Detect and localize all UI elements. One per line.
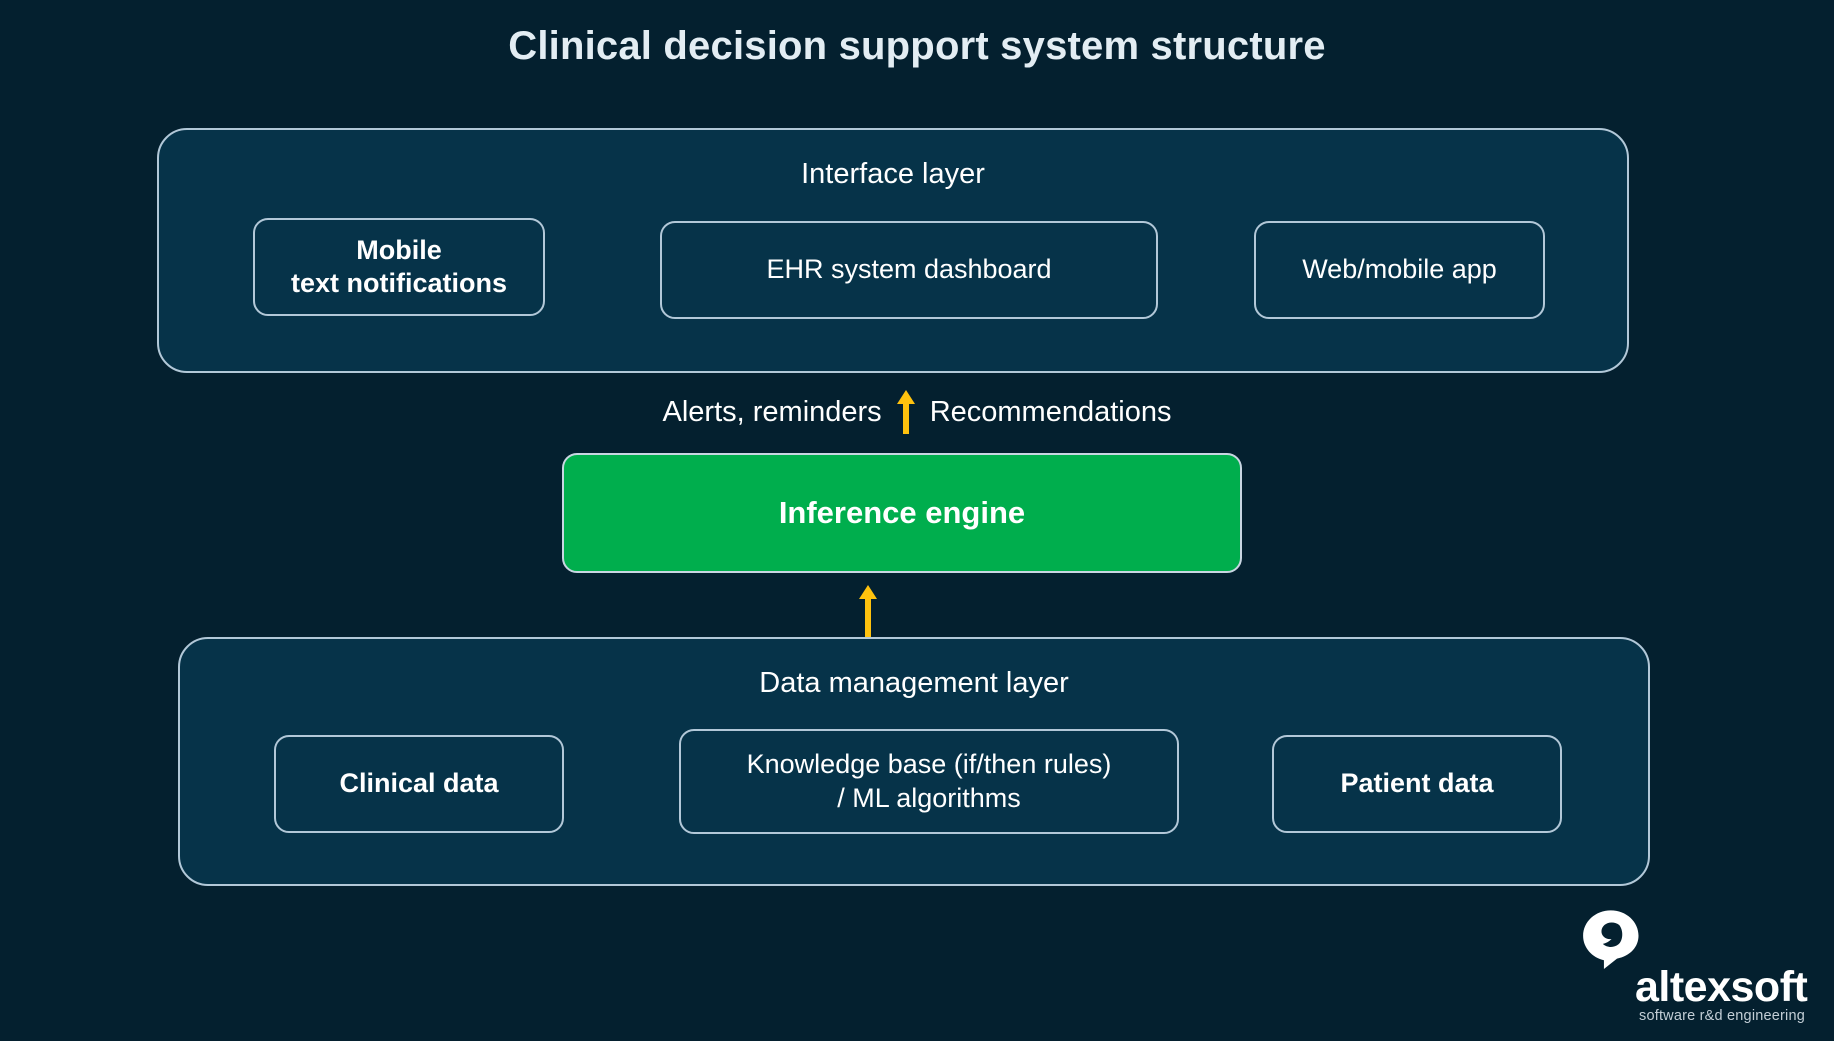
node-label-line-1: Mobile [356, 234, 442, 265]
node-label: EHR system dashboard [766, 254, 1052, 285]
node-label: Knowledge base (if/then rules) / ML algo… [747, 748, 1112, 815]
node-ehr-system-dashboard: EHR system dashboard [660, 221, 1158, 319]
arrow-up-icon [895, 390, 917, 434]
node-label: Web/mobile app [1302, 254, 1497, 285]
node-patient-data: Patient data [1272, 735, 1562, 833]
data-management-layer-title: Data management layer [759, 667, 1069, 699]
node-label: Clinical data [339, 768, 499, 799]
node-label-line-2: / ML algorithms [837, 782, 1021, 813]
node-label: Mobile text notifications [291, 234, 507, 301]
altexsoft-speech-bubble-a-icon [1583, 910, 1639, 970]
arrow-shaft [902, 402, 909, 434]
arrow-head [859, 585, 877, 599]
brand-tagline: software r&d engineering [1639, 1008, 1806, 1024]
arrow-shaft [865, 599, 871, 637]
interface-layer-title: Interface layer [801, 158, 985, 190]
arrow-head [896, 390, 915, 404]
flow-label-recommendations: Recommendations [929, 395, 1172, 428]
node-label-line-2: text notifications [290, 268, 507, 298]
node-mobile-text-notifications: Mobile text notifications [253, 218, 545, 316]
flow-label-row: Alerts, reminders Recommendations [0, 390, 1834, 434]
inference-engine-box: Inference engine [562, 453, 1242, 573]
node-label: Patient data [1340, 768, 1494, 799]
brand-logo: altexsoft software r&d engineering [1555, 908, 1808, 1024]
page-title: Clinical decision support system structu… [508, 24, 1326, 68]
node-knowledge-base-ml-algorithms: Knowledge base (if/then rules) / ML algo… [679, 729, 1179, 834]
inference-engine-label: Inference engine [778, 495, 1026, 530]
node-label-line-1: Knowledge base (if/then rules) [746, 749, 1112, 780]
node-web-mobile-app: Web/mobile app [1254, 221, 1545, 319]
flow-label-alerts-reminders: Alerts, reminders [662, 395, 882, 428]
node-clinical-data: Clinical data [274, 735, 564, 833]
brand-name: altexsoft [1635, 963, 1808, 1011]
arrow-up-icon-data-to-engine [857, 585, 879, 637]
